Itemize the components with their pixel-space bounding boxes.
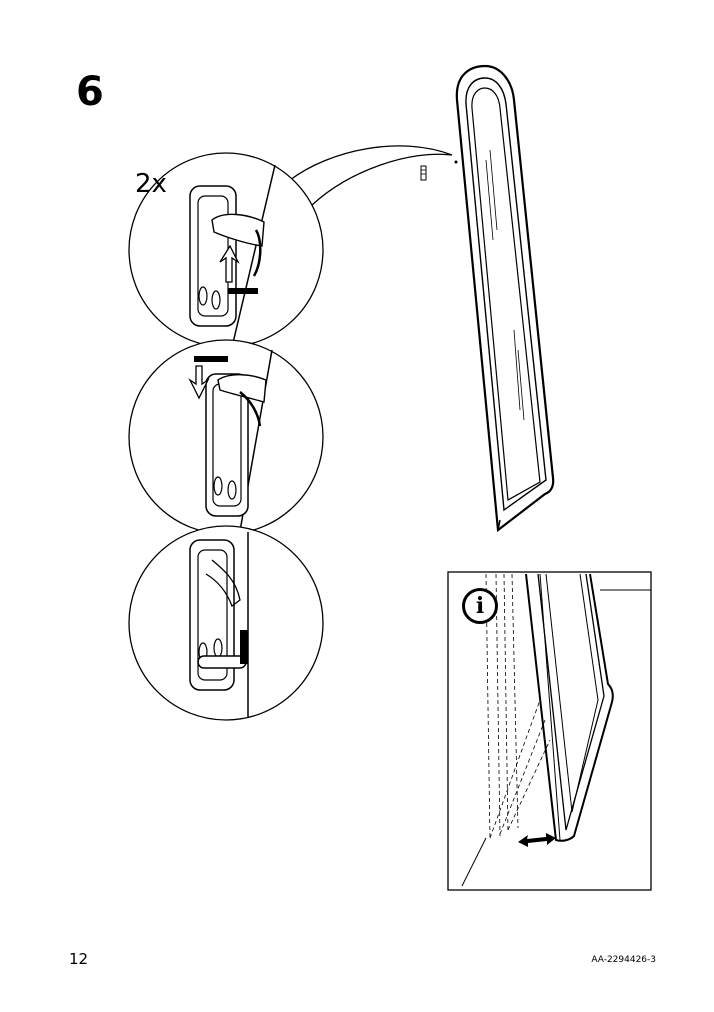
- wall-hook-icon: [420, 160, 458, 181]
- document-code: AA-2294426-3: [591, 955, 656, 965]
- info-icon: i: [462, 588, 498, 624]
- quantity-label: 2x: [135, 169, 167, 199]
- info-glyph: i: [475, 593, 485, 619]
- page-number: 12: [69, 950, 89, 968]
- info-detail-box: [447, 571, 652, 891]
- detail-circle-hook-seated: [128, 525, 324, 721]
- detail-circle-hook-insert: [128, 152, 324, 348]
- callout-pointer: [289, 145, 453, 206]
- detail-circle-hook-lower: [128, 339, 324, 535]
- leaning-mirror: [455, 64, 555, 533]
- step-number: 6: [76, 69, 104, 115]
